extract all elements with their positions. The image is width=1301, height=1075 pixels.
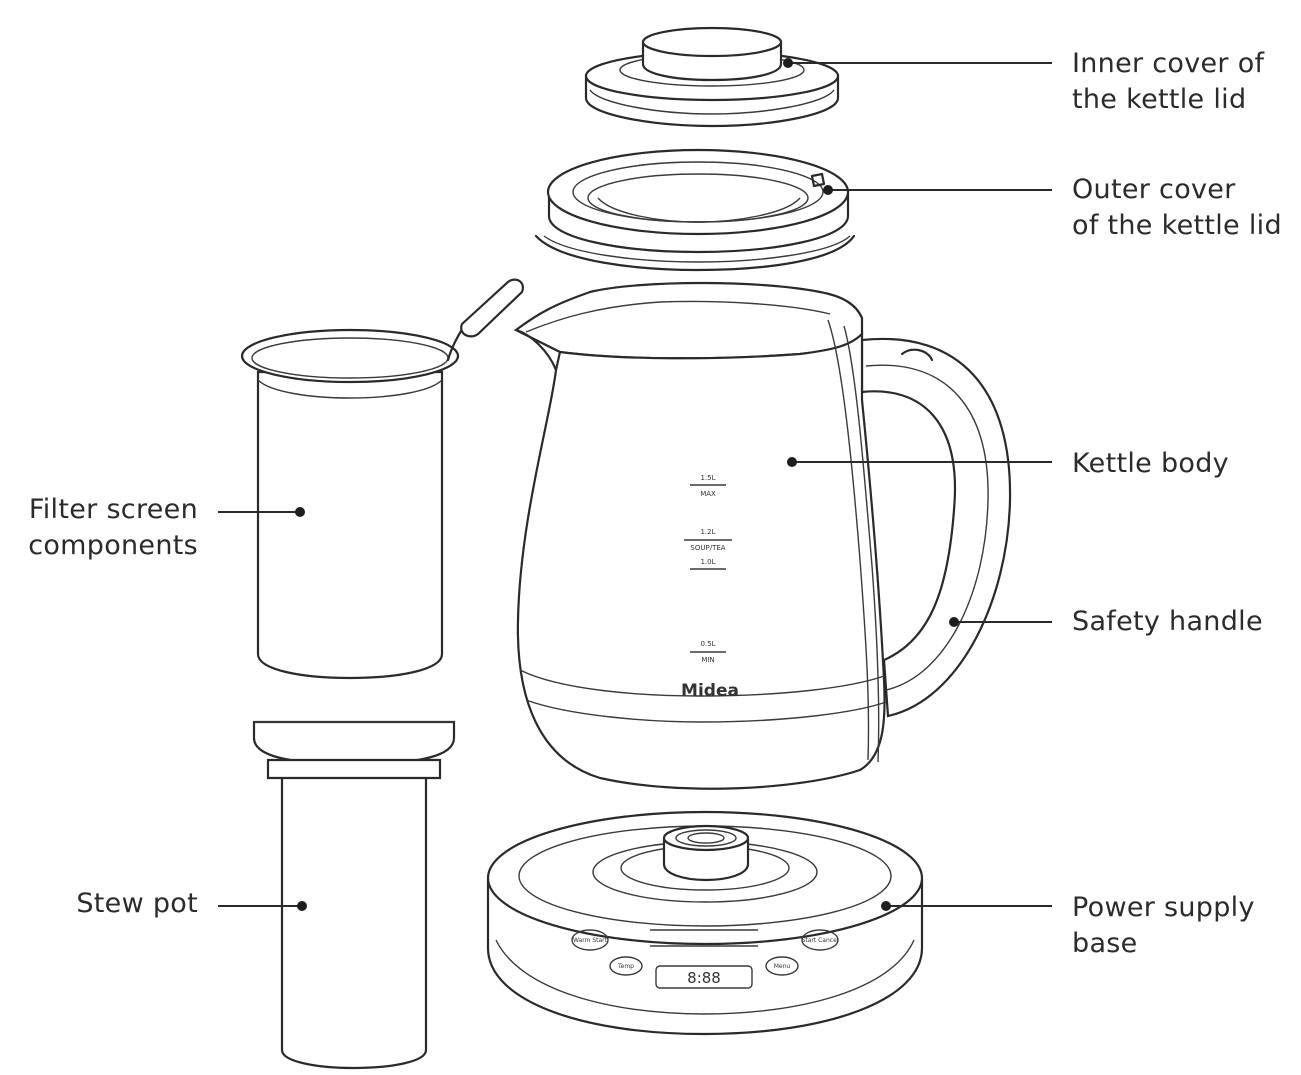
leader-lines	[218, 58, 1052, 911]
start-cancel-button-label: Start Cancel	[802, 937, 839, 944]
label-outer-cover: Outer cover of the kettle lid	[1072, 174, 1282, 241]
label-power-base: Power supply base	[1072, 892, 1255, 959]
mark-max-volume: 1.5L	[700, 474, 715, 482]
warm-start-button-label: Warm Start	[573, 937, 608, 944]
base-display: 8:88	[687, 969, 721, 987]
mark-min: MIN	[701, 656, 714, 664]
brand-logo: Midea	[681, 681, 739, 701]
outer-cover-illustration	[534, 148, 856, 272]
mark-soup-tea: SOUP/TEA	[690, 544, 725, 552]
mark-mid-volume: 1.0L	[700, 558, 715, 566]
control-panel: Warm Start Start Cancel Temp Menu 8:88	[571, 929, 839, 989]
label-kettle-body: Kettle body	[1072, 448, 1229, 479]
temp-button-label: Temp	[617, 963, 634, 970]
inner-cover-illustration	[584, 26, 840, 128]
kettle-body-illustration: 1.5L MAX 1.2L SOUP/TEA 1.0L 0.5L MIN Mid…	[513, 281, 1012, 790]
stew-pot-illustration	[252, 720, 456, 1070]
mark-max: MAX	[700, 490, 716, 498]
label-filter-screen: Filter screen components	[28, 494, 198, 561]
mark-min-volume: 0.5L	[700, 640, 715, 648]
filter-screen-illustration	[240, 278, 524, 680]
label-inner-cover: Inner cover of the kettle lid	[1072, 48, 1265, 115]
label-stew-pot: Stew pot	[76, 888, 198, 919]
mark-soup-volume: 1.2L	[700, 528, 715, 536]
power-base-illustration: Warm Start Start Cancel Temp Menu 8:88	[486, 810, 924, 1036]
label-safety-handle: Safety handle	[1072, 606, 1263, 637]
menu-button-label: Menu	[774, 963, 791, 970]
kettle-measure-marks: 1.5L MAX 1.2L SOUP/TEA 1.0L 0.5L MIN	[684, 474, 732, 664]
